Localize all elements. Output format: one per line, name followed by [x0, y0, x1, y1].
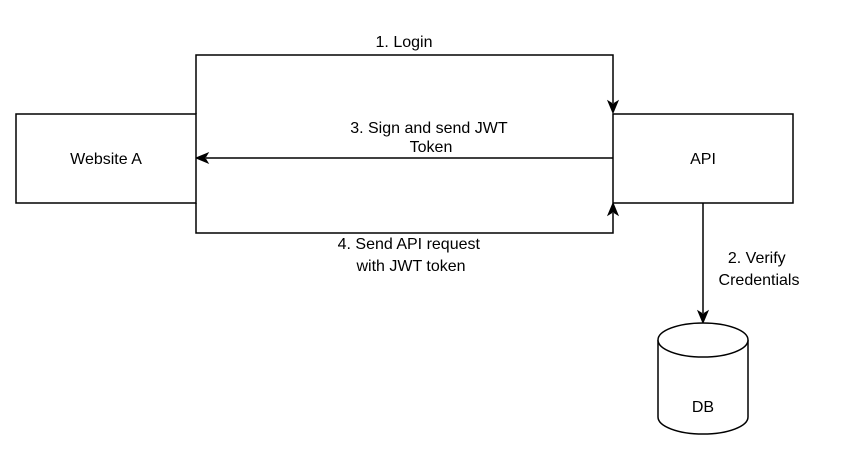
- edge-request-label-line-2: with JWT token: [355, 258, 465, 275]
- edge-verify-label-line-2: Credentials: [719, 272, 800, 289]
- edge-request-label: 4. Send API request with JWT token: [338, 236, 485, 275]
- edge-request: [195, 201, 620, 234]
- node-api: API: [612, 113, 794, 204]
- edge-login-label-line-1: 1. Login: [376, 34, 433, 51]
- edge-login: [195, 54, 620, 115]
- edge-verify-label-line-1: 2. Verify: [728, 250, 786, 267]
- db-cylinder-body: [657, 340, 749, 435]
- edge-request-arrowhead: [606, 201, 620, 217]
- node-website-a: Website A: [15, 113, 197, 204]
- edge-request-line: [195, 203, 614, 234]
- edge-login-label: 1. Login: [376, 34, 433, 51]
- edge-login-arrowhead: [606, 99, 620, 115]
- edge-verify: [696, 203, 710, 325]
- api-label: API: [690, 151, 716, 168]
- db-label: DB: [692, 399, 714, 416]
- edge-login-line: [195, 54, 614, 114]
- edge-verify-arrowhead: [696, 309, 710, 325]
- edge-jwt: [194, 151, 613, 165]
- edge-verify-label: 2. Verify Credentials: [719, 250, 800, 289]
- website-a-box: [15, 113, 197, 204]
- api-box: [612, 113, 794, 204]
- edge-request-label-line-1: 4. Send API request: [338, 236, 481, 253]
- edge-jwt-label: 3. Sign and send JWT Token: [350, 120, 512, 156]
- edge-jwt-label-line-2: Token: [410, 139, 453, 156]
- db-cylinder-top: [657, 322, 749, 358]
- edge-jwt-arrowhead: [194, 151, 210, 165]
- node-db: DB: [657, 322, 749, 435]
- edge-jwt-label-line-1: 3. Sign and send JWT: [350, 120, 508, 137]
- website-a-label: Website A: [70, 151, 142, 168]
